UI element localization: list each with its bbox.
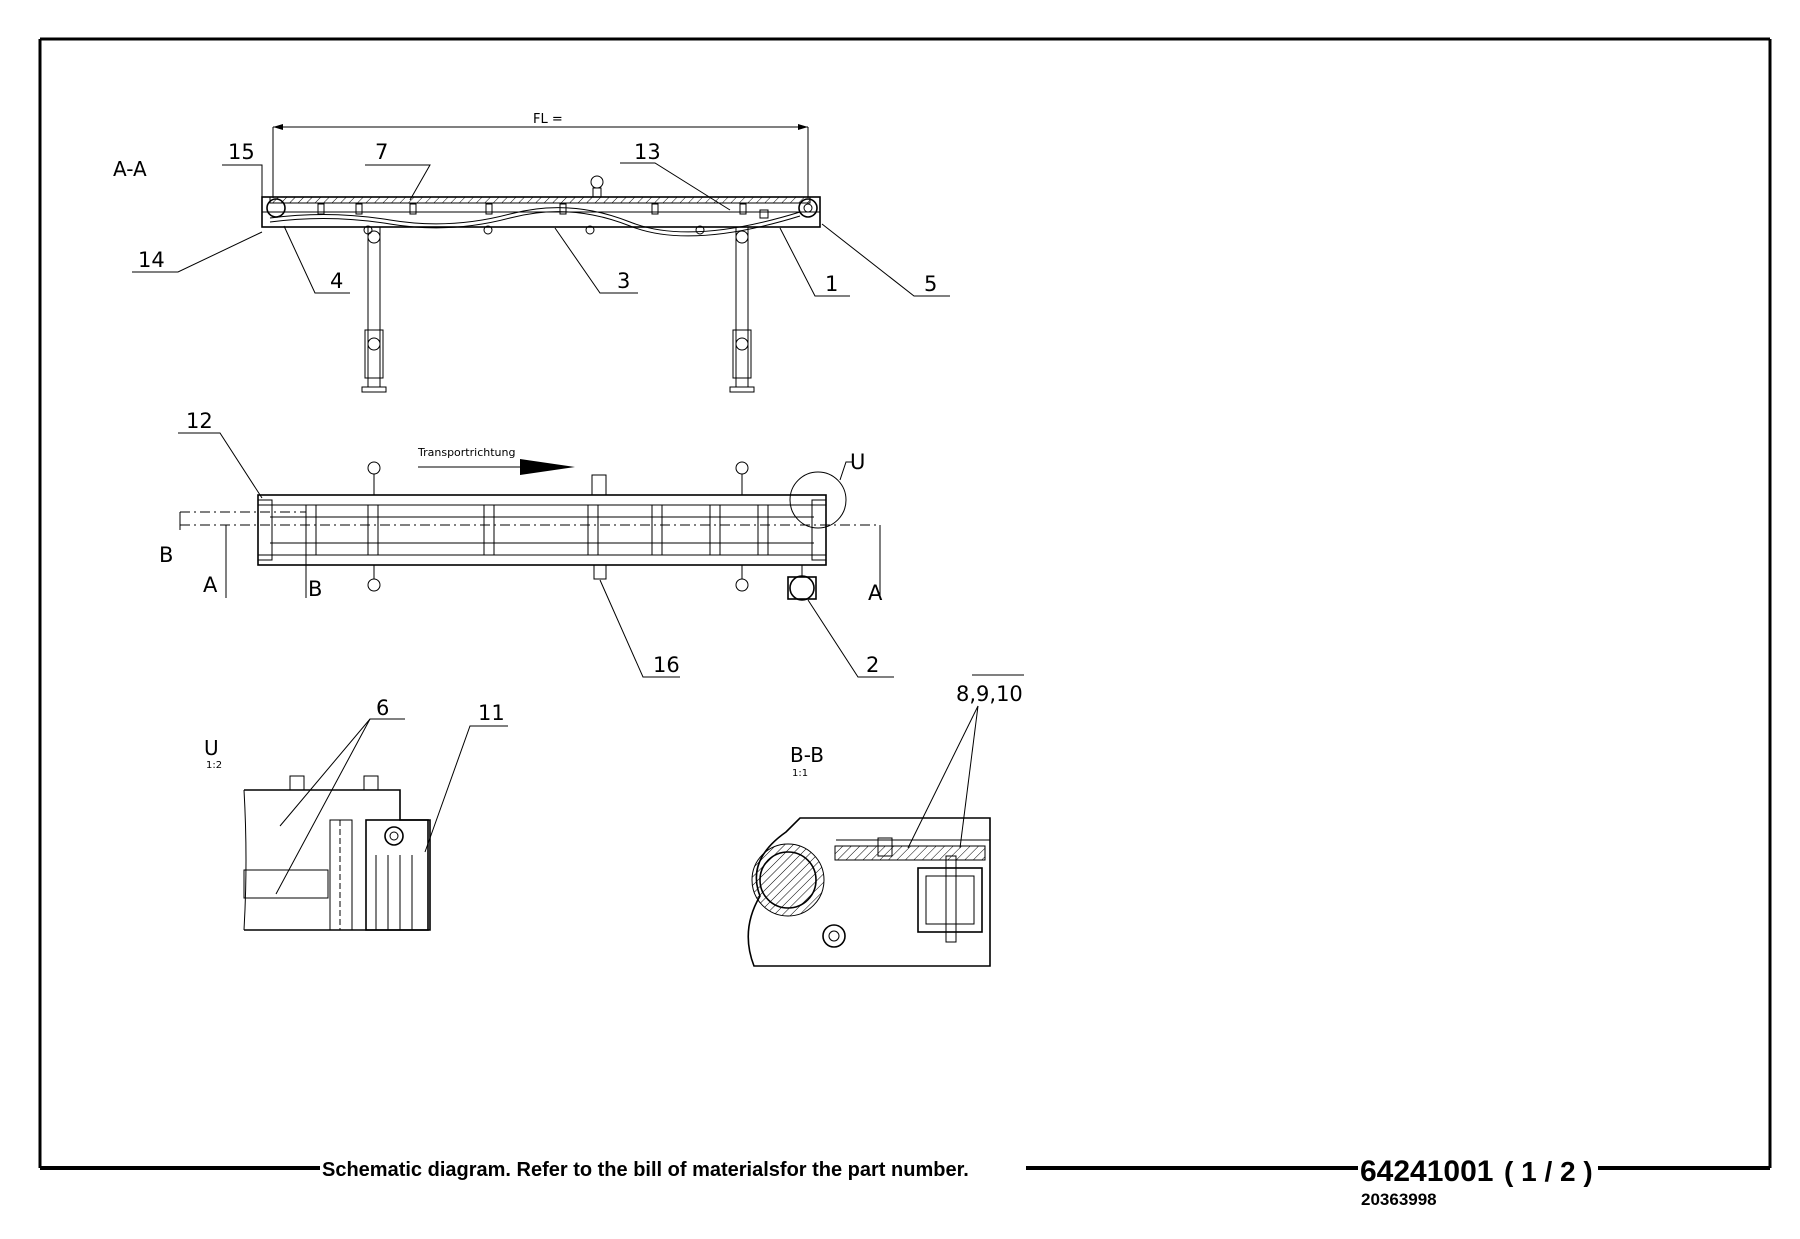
callout-13: 13 xyxy=(634,140,661,164)
callout-16: 16 xyxy=(653,653,680,677)
square-tube-section xyxy=(917,867,983,933)
support-leg-right xyxy=(729,226,755,393)
roller-section xyxy=(751,843,825,917)
drive-motor xyxy=(787,576,817,600)
callout-14: 14 xyxy=(138,248,165,272)
section-cut-a xyxy=(180,524,881,598)
view-aa-side: A-A FL = xyxy=(113,112,950,393)
section-cut-b xyxy=(179,511,307,598)
section-bb-label: B-B xyxy=(790,743,824,767)
callout-5: 5 xyxy=(924,272,937,296)
cut-label-b-left: B xyxy=(159,543,173,567)
sheet-border xyxy=(38,37,1772,1170)
section-bb-scale: 1:1 xyxy=(792,768,808,779)
callout-12: 12 xyxy=(186,409,213,433)
support-leg-left xyxy=(361,226,387,393)
sheet-number: ( 1 / 2 ) xyxy=(1504,1156,1593,1187)
leaders-aa xyxy=(132,162,950,297)
idler-roller xyxy=(266,198,286,218)
transport-direction-label: Transportrichtung xyxy=(417,446,515,459)
schematic-note: Schematic diagram. Refer to the bill of … xyxy=(322,1159,969,1181)
detail-u-marker-label: U xyxy=(850,450,865,474)
callout-3: 3 xyxy=(617,269,630,293)
detail-u-marker xyxy=(789,471,847,529)
callout-15: 15 xyxy=(228,140,255,164)
sub-number: 20363998 xyxy=(1361,1190,1437,1209)
view-top: Transportrichtung xyxy=(159,409,894,678)
callout-2: 2 xyxy=(866,653,879,677)
callout-11: 11 xyxy=(478,701,505,725)
belt-top xyxy=(269,196,811,204)
detail-u-scale: 1:2 xyxy=(206,760,222,771)
cut-label-b-right: B xyxy=(308,577,322,601)
end-plate xyxy=(365,819,429,931)
title-footer: Schematic diagram. Refer to the bill of … xyxy=(322,1155,1593,1209)
callout-4: 4 xyxy=(330,269,343,293)
drive-roller xyxy=(798,198,818,218)
callout-6: 6 xyxy=(376,696,389,720)
part-number: 64241001 xyxy=(1360,1155,1493,1188)
section-bb: B-B 1:1 8,9,10 xyxy=(747,674,1024,967)
callout-7: 7 xyxy=(375,140,388,164)
callout-1: 1 xyxy=(825,272,838,296)
detail-u: U 1:2 6 11 xyxy=(204,696,508,931)
fl-dimension: FL = xyxy=(272,112,809,198)
cut-label-a-left: A xyxy=(203,573,218,597)
transport-direction-arrow xyxy=(520,459,575,475)
cross-members xyxy=(305,504,769,556)
frame-fasteners xyxy=(317,203,769,235)
slide-bar xyxy=(834,845,986,861)
view-label-aa: A-A xyxy=(113,157,147,181)
fl-label: FL = xyxy=(533,112,563,127)
detail-u-label: U xyxy=(204,736,219,760)
cut-label-a-right: A xyxy=(868,581,883,605)
callout-8-9-10: 8,9,10 xyxy=(956,682,1023,706)
